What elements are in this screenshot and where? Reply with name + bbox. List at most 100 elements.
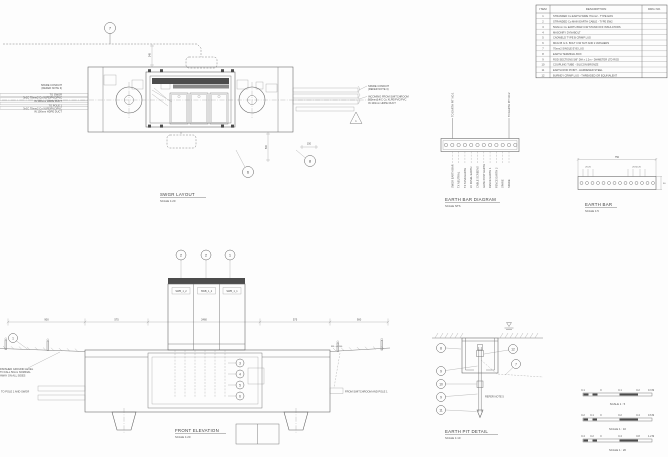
- svg-text:0: 0: [600, 389, 602, 392]
- eb-dim-750: 750: [615, 156, 620, 159]
- label-incoming-2: 500mm2 4/C Cu XLPE/PVC/PVC: [368, 98, 406, 102]
- svg-text:FINISHED GROUND LEVEL: FINISHED GROUND LEVEL: [0, 367, 34, 371]
- fe-ground-balloon: [8, 333, 18, 343]
- plan-balloon-6: [242, 166, 254, 178]
- row-desc: 70mm2 SINGLE EYE LUG: [553, 47, 584, 51]
- row-desc: BURNDY CRIMP LUG - THREADED OR EQUIVALEN…: [553, 74, 618, 78]
- svg-text:0.4: 0.4: [618, 435, 622, 438]
- plan-ducts-left: [0, 93, 89, 110]
- scale-bar-title: SCALE 1 : 20: [609, 448, 626, 452]
- plan-left-labels: SPARE CONDUIT (REFER NOTE 3) TO SWGR 3x1…: [23, 83, 62, 114]
- svg-text:900: 900: [44, 318, 49, 322]
- svg-text:1.2 M: 1.2 M: [648, 435, 654, 438]
- svg-text:GATE POST EARTH: GATE POST EARTH: [482, 164, 486, 188]
- svg-text:0.8: 0.8: [636, 435, 640, 438]
- eb-scale: SCALE 1:5: [585, 209, 599, 213]
- front-elevation: 900 575 2460 575 900 2 2 1 SWB_1_2 SWB_1…: [0, 249, 391, 445]
- eb-dim-right: 25 50 25: [632, 167, 641, 169]
- eb-dim-left: 25 25: [585, 167, 591, 169]
- scale-bar-title: SCALE 1 : 5: [610, 402, 626, 406]
- svg-text:0.6 M: 0.6 M: [648, 414, 654, 417]
- label-to-swgr-3: IN 100mm HDPE DUCT: [34, 99, 62, 103]
- row-item: 9: [542, 57, 544, 61]
- label-to-swgr-2: 3x1C 70mm2 Cu XLPE/PVC/PVC: [23, 96, 62, 100]
- svg-text:SPARE: SPARE: [501, 179, 505, 188]
- trench-balloons: 3 4 5 6: [228, 358, 245, 401]
- pit-ground-hatch: [434, 332, 539, 339]
- duct-left-label: TO POLE 1 AND SWGR: [1, 390, 29, 394]
- plan-balloon-7-label: 7: [109, 26, 112, 31]
- svg-text:FENCE EARTH 1: FENCE EARTH 1: [488, 167, 492, 188]
- svg-text:TX NEUTRAL: TX NEUTRAL: [457, 171, 461, 188]
- svg-text:0: 0: [600, 414, 602, 417]
- svg-text:1: 1: [12, 336, 14, 340]
- ebd-holes: [444, 143, 518, 147]
- row-desc: STRANDED Cu EARTH WIRE 70mm2 - TYPE EW1: [553, 14, 614, 18]
- ground-left: [0, 337, 86, 352]
- svg-text:0.2: 0.2: [636, 389, 640, 392]
- row-item: 5: [542, 36, 544, 40]
- table-header-drg: DRG NO.: [648, 7, 661, 11]
- pit-scale: SCALE 1:10: [445, 436, 461, 440]
- row-item: 4: [542, 30, 544, 34]
- ebd-top-label-1: TO EARTH PIT NO.1: [450, 92, 454, 117]
- svg-text:0.2: 0.2: [618, 414, 622, 417]
- svg-text:TX TANK EARTH: TX TANK EARTH: [463, 168, 467, 188]
- duct-right-label: FROM SWITCHROOM AND POLE 1: [345, 390, 388, 394]
- svg-text:0.1: 0.1: [581, 389, 585, 392]
- scale-bar-1-5: 0.1 0 0.1 0.2 0.3 M SCALE 1 : 5: [581, 389, 654, 406]
- fe-title: FRONT ELEVATION: [175, 428, 219, 433]
- svg-text:0.2: 0.2: [590, 435, 594, 438]
- svg-text:8: 8: [440, 346, 442, 350]
- label-to-pole-2: 3x1C 70mm2 Cu XLPE/PVC/PVC: [23, 107, 62, 111]
- row-desc: STRANDED Cu MAIN EARTH CABLE - TYPE EW2: [553, 20, 613, 24]
- svg-text:0: 0: [600, 435, 602, 438]
- ebd-title: EARTH BAR DIAGRAM: [445, 197, 496, 202]
- earth-bar-diagram: TO EARTH PIT NO.1 TO EARTH PIT NO.2 SWGR…: [440, 92, 520, 208]
- svg-text:CABLE SCREENS: CABLE SCREENS: [476, 166, 480, 188]
- eb-title: EARTH BAR: [585, 202, 612, 207]
- fe-dim-string: 900 575 2460 575 900: [6, 318, 390, 326]
- label-spare-conduit-left-1: SPARE CONDUIT: [41, 83, 63, 87]
- svg-text:TO FALL 50mm NOMINAL: TO FALL 50mm NOMINAL: [0, 370, 31, 374]
- label-incoming-1: INCOMING FROM SWITCHROOM: [368, 95, 409, 99]
- plan-right-labels: SPARE CONDUIT (REFER NOTE 3) INCOMING FR…: [358, 84, 409, 105]
- earth-bar-detail: 750 25 25 25 50 25 50 EARTH BAR SCALE 1:…: [576, 156, 666, 213]
- row-item: 10: [542, 63, 545, 67]
- pit-title: EARTH PIT DETAIL: [445, 429, 488, 434]
- svg-text:0.1: 0.1: [590, 414, 594, 417]
- ebd-top-label-2: TO EARTH PIT NO.2: [507, 92, 511, 117]
- svg-text:FENCE EARTH 2: FENCE EARTH 2: [494, 167, 498, 188]
- svg-text:575: 575: [293, 318, 298, 322]
- svg-text:0.1: 0.1: [618, 389, 622, 392]
- svg-text:12: 12: [511, 347, 515, 351]
- svg-text:3: 3: [239, 361, 241, 365]
- svg-text:AWAY ON ALL SIDES: AWAY ON ALL SIDES: [0, 373, 26, 377]
- svg-text:SPARE: SPARE: [507, 179, 511, 188]
- svg-text:9: 9: [440, 369, 442, 373]
- fe-duct-right: FROM SWITCHROOM AND POLE 1: [329, 352, 388, 394]
- row-desc: EARTH ROD POINT - HARDENED STEEL: [553, 68, 603, 72]
- earth-pit-detail: 8 9 10 9 11 12 7 REFER NOTE 5 EARTH PIT …: [432, 322, 544, 440]
- fe-left-note: FINISHED GROUND LEVEL TO FALL 50mm NOMIN…: [0, 351, 61, 377]
- svg-text:5: 5: [239, 383, 241, 387]
- pit-note: REFER NOTE 5: [485, 395, 504, 399]
- svg-text:2: 2: [180, 253, 183, 258]
- ebd-scale: SCALE NTS: [445, 204, 461, 208]
- plan-dim-345: 345: [149, 52, 152, 57]
- pit-balloons: 8 9 10 9 11 12 7: [436, 343, 521, 415]
- svg-text:900: 900: [357, 318, 362, 322]
- svg-text:0.4: 0.4: [636, 414, 640, 417]
- plan-dim-150: 150: [307, 143, 312, 146]
- scale-bar-1-10: 0.2 0.1 0 0.2 0.4 0.6 M SCALE 1 : 10: [581, 414, 654, 431]
- label-to-pole-1: TO POLE 1: [49, 103, 63, 107]
- row-desc: COUPLING TUBE - SILICON BRONZE: [553, 63, 599, 67]
- svg-text:2460: 2460: [201, 318, 207, 322]
- ebd-droppers: [452, 151, 510, 164]
- svg-text:575: 575: [114, 318, 119, 322]
- table-header-item: ITEM: [539, 7, 547, 11]
- row-item: 11: [542, 68, 545, 72]
